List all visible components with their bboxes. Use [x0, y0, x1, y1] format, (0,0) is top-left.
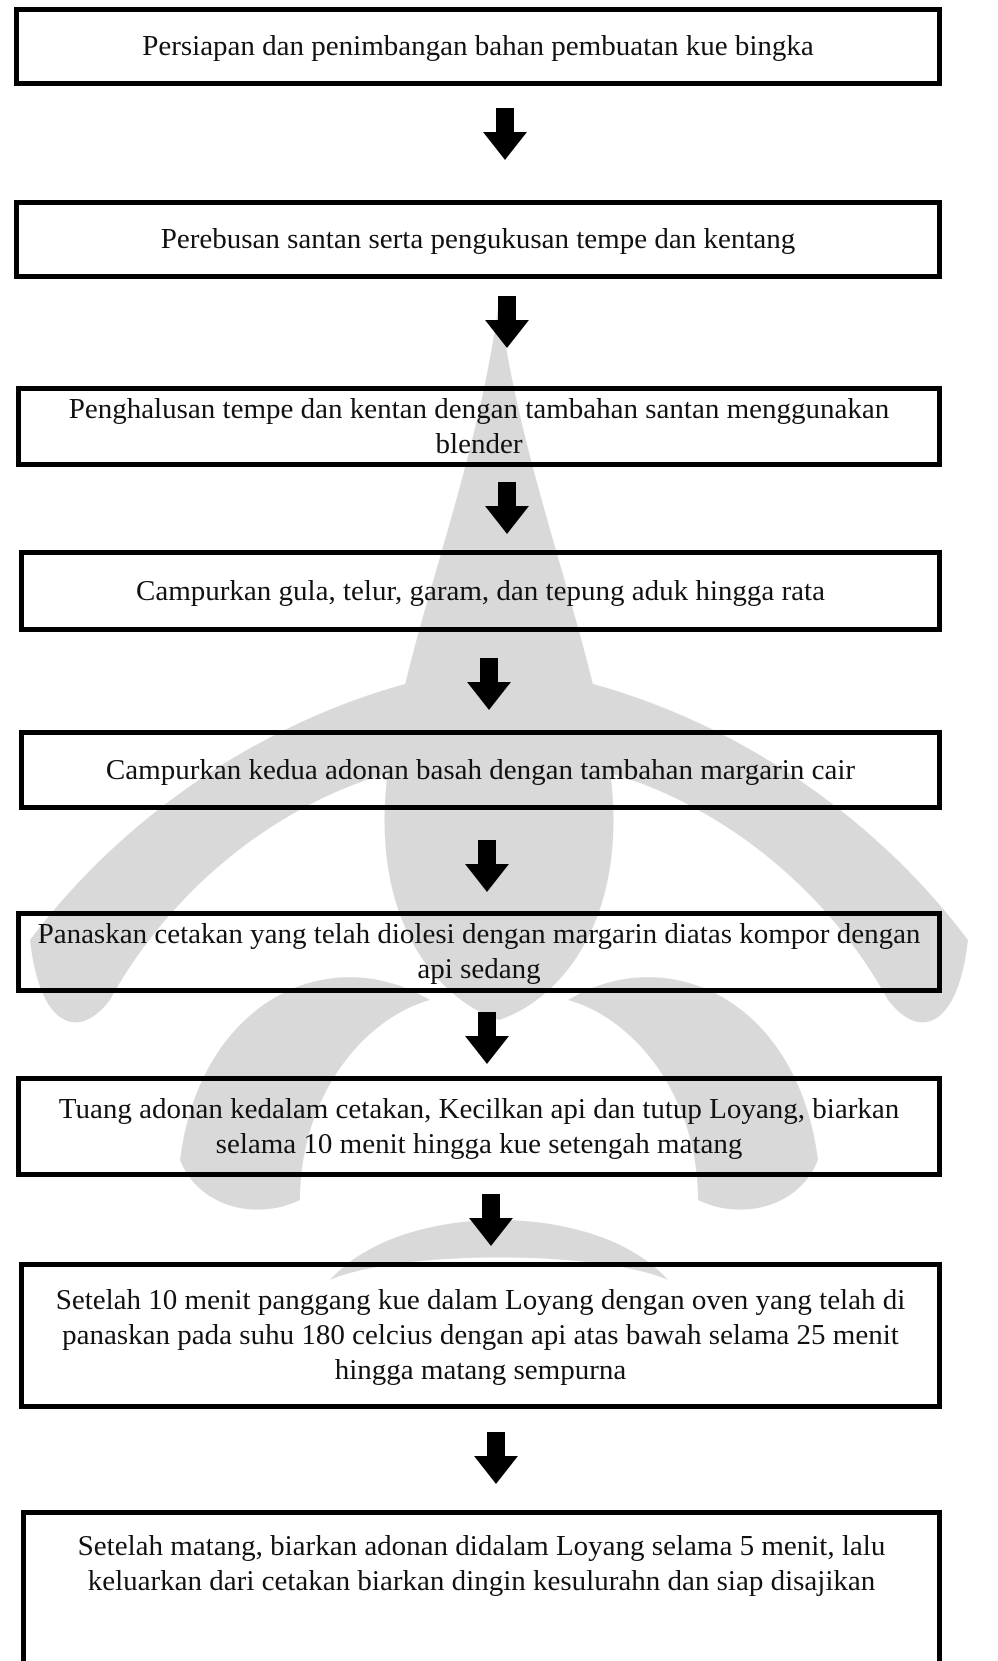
flow-step-7-text: Tuang adonan kedalam cetakan, Kecilkan a… [58, 1092, 900, 1160]
flow-step-5: Campurkan kedua adonan basah dengan tamb… [19, 730, 942, 810]
down-arrow-icon [467, 658, 511, 710]
down-arrow-icon [474, 1432, 518, 1484]
down-arrow-icon [465, 1012, 509, 1064]
flow-step-6: Panaskan cetakan yang telah diolesi deng… [16, 911, 942, 993]
flow-step-8-text: Setelah 10 menit panggang kue dalam Loya… [55, 1284, 906, 1386]
flow-step-2-text: Perebusan santan serta pengukusan tempe … [160, 223, 796, 255]
flow-step-3-text: Penghalusan tempe dan kentan dengan tamb… [68, 392, 890, 460]
flow-step-6-text: Panaskan cetakan yang telah diolesi deng… [37, 918, 921, 985]
down-arrow-icon [485, 296, 529, 348]
flow-step-9-text: Setelah matang, biarkan adonan didalam L… [77, 1530, 886, 1597]
down-arrow-icon [465, 840, 509, 892]
flow-step-5-text: Campurkan kedua adonan basah dengan tamb… [105, 753, 856, 786]
flow-step-4-text: Campurkan gula, telur, garam, dan tepung… [136, 574, 825, 607]
flow-step-9: Setelah matang, biarkan adonan didalam L… [21, 1510, 942, 1661]
flow-step-8: Setelah 10 menit panggang kue dalam Loya… [19, 1262, 942, 1409]
down-arrow-icon [483, 108, 527, 160]
flow-step-2: Perebusan santan serta pengukusan tempe … [14, 200, 942, 279]
down-arrow-icon [469, 1194, 513, 1246]
flow-step-3: Penghalusan tempe dan kentan dengan tamb… [16, 386, 942, 467]
down-arrow-icon [485, 482, 529, 534]
flow-step-1: Persiapan dan penimbangan bahan pembuata… [14, 7, 942, 86]
flow-step-7: Tuang adonan kedalam cetakan, Kecilkan a… [16, 1076, 942, 1177]
flow-step-4: Campurkan gula, telur, garam, dan tepung… [19, 550, 942, 632]
flow-step-1-text: Persiapan dan penimbangan bahan pembuata… [142, 30, 814, 62]
